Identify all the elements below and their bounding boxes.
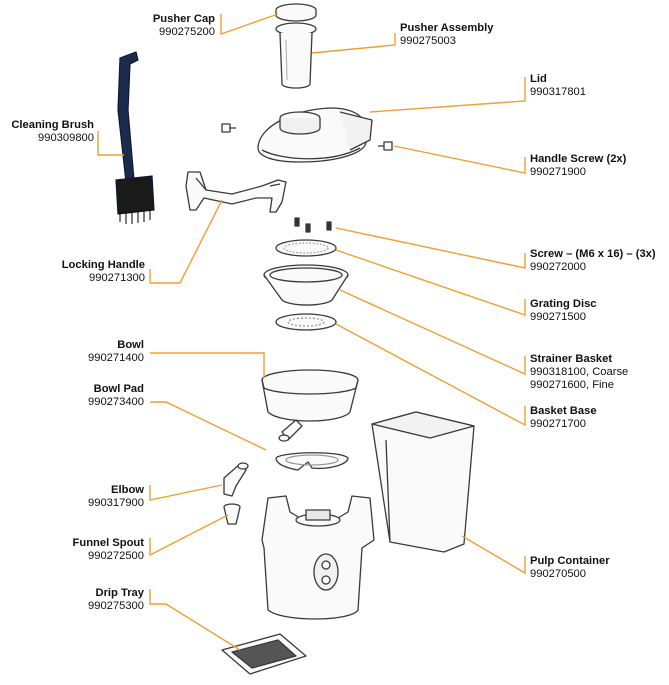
handle-screw-name: Handle Screw (2x)	[530, 153, 627, 165]
grating-disc-part	[275, 239, 337, 257]
locking-handle-number: 990271300	[89, 272, 145, 284]
elbow-name: Elbow	[111, 484, 144, 496]
pusher-assembly-leader	[311, 33, 396, 54]
drip-tray-part	[221, 633, 307, 675]
elbow-leader	[149, 484, 223, 501]
label-strainer-basket: Strainer Basket 990318100, Coarse 990271…	[530, 353, 628, 392]
bowl-name: Bowl	[117, 339, 144, 351]
label-drip-tray: Drip Tray 990275300	[88, 587, 144, 613]
label-elbow: Elbow 990317900	[88, 484, 144, 510]
left-handle-screw-part	[221, 123, 236, 133]
bowl-pad-number: 990273400	[88, 396, 144, 408]
bowl-pad-part	[275, 452, 349, 471]
pusher-cap-part	[275, 3, 317, 22]
label-bowl-pad: Bowl Pad 990273400	[88, 383, 144, 409]
basket-base-name: Basket Base	[530, 405, 597, 417]
funnel-spout-number: 990272500	[88, 550, 144, 562]
pusher-assembly-part	[275, 22, 317, 89]
screw-number: 990272000	[530, 261, 586, 273]
grating-disc-name: Grating Disc	[530, 298, 597, 310]
strainer-basket-number-fine: 990271600, Fine	[530, 379, 614, 391]
label-screw: Screw – (M6 x 16) – (3x) 990272000	[530, 248, 656, 274]
handle-screw-leader	[393, 145, 526, 174]
locking-handle-name: Locking Handle	[61, 259, 145, 271]
strainer-basket-number-coarse: 990318100, Coarse	[530, 366, 629, 378]
basket-base-part	[275, 313, 337, 331]
locking-handle-part	[185, 171, 287, 213]
cleaning-brush-part	[115, 51, 155, 224]
lid-number: 990317801	[530, 86, 586, 98]
label-lid: Lid 990317801	[530, 73, 586, 99]
bowl-pad-name: Bowl Pad	[93, 383, 144, 395]
label-bowl: Bowl 990271400	[88, 339, 144, 365]
screw-leader	[335, 227, 526, 269]
label-pulp-container: Pulp Container 990270500	[530, 555, 610, 581]
funnel-spout-leader	[149, 514, 229, 557]
bowl-leader	[150, 352, 265, 378]
label-grating-disc: Grating Disc 990271500	[530, 298, 597, 324]
bowl-number: 990271400	[88, 352, 144, 364]
pusher-assembly-name: Pusher Assembly	[400, 22, 494, 34]
drip-tray-leader	[149, 589, 241, 651]
funnel-spout-part	[223, 503, 241, 525]
label-cleaning-brush: Cleaning Brush 990309800	[11, 119, 94, 145]
pulp-container-name: Pulp Container	[530, 555, 610, 567]
pulp-container-number: 990270500	[530, 568, 586, 580]
locking-handle-leader	[149, 199, 223, 284]
drip-tray-number: 990275300	[88, 600, 144, 612]
label-locking-handle: Locking Handle 990271300	[62, 259, 145, 285]
strainer-basket-leader	[339, 289, 526, 376]
lid-part	[257, 107, 373, 163]
cleaning-brush-leader	[97, 131, 124, 156]
bowl-part	[261, 369, 359, 442]
basket-base-leader	[335, 323, 526, 427]
pulp-container-part	[371, 411, 475, 553]
pulp-container-leader	[461, 535, 526, 575]
strainer-basket-name: Strainer Basket	[530, 353, 613, 365]
handle-screw-number: 990271900	[530, 166, 586, 178]
grating-disc-number: 990271500	[530, 311, 586, 323]
pusher-cap-leader	[220, 13, 279, 35]
elbow-part	[223, 462, 249, 497]
pusher-cap-number: 990275200	[159, 26, 215, 38]
cleaning-brush-number: 990309800	[38, 132, 94, 144]
drip-tray-name: Drip Tray	[95, 587, 145, 599]
bowl-pad-leader	[150, 401, 267, 451]
grating-disc-leader	[335, 249, 526, 316]
label-handle-screw: Handle Screw (2x) 990271900	[530, 153, 626, 179]
elbow-number: 990317900	[88, 497, 144, 509]
strainer-basket-part	[263, 264, 349, 306]
cleaning-brush-name: Cleaning Brush	[11, 119, 94, 131]
screw-name: Screw – (M6 x 16) – (3x)	[530, 248, 656, 260]
label-pusher-cap: Pusher Cap 990275200	[153, 13, 215, 39]
pusher-cap-name: Pusher Cap	[152, 13, 215, 25]
label-basket-base: Basket Base 990271700	[530, 405, 597, 431]
motor-base-part	[261, 495, 375, 620]
label-funnel-spout: Funnel Spout 990272500	[73, 537, 144, 563]
screws-part	[294, 217, 332, 233]
basket-base-number: 990271700	[530, 418, 586, 430]
label-pusher-assembly: Pusher Assembly 990275003	[400, 22, 493, 48]
lid-leader	[369, 77, 526, 113]
pusher-assembly-number: 990275003	[400, 35, 456, 47]
handle-screw-part	[378, 141, 393, 151]
funnel-spout-name: Funnel Spout	[72, 537, 144, 549]
lid-name: Lid	[530, 73, 547, 85]
